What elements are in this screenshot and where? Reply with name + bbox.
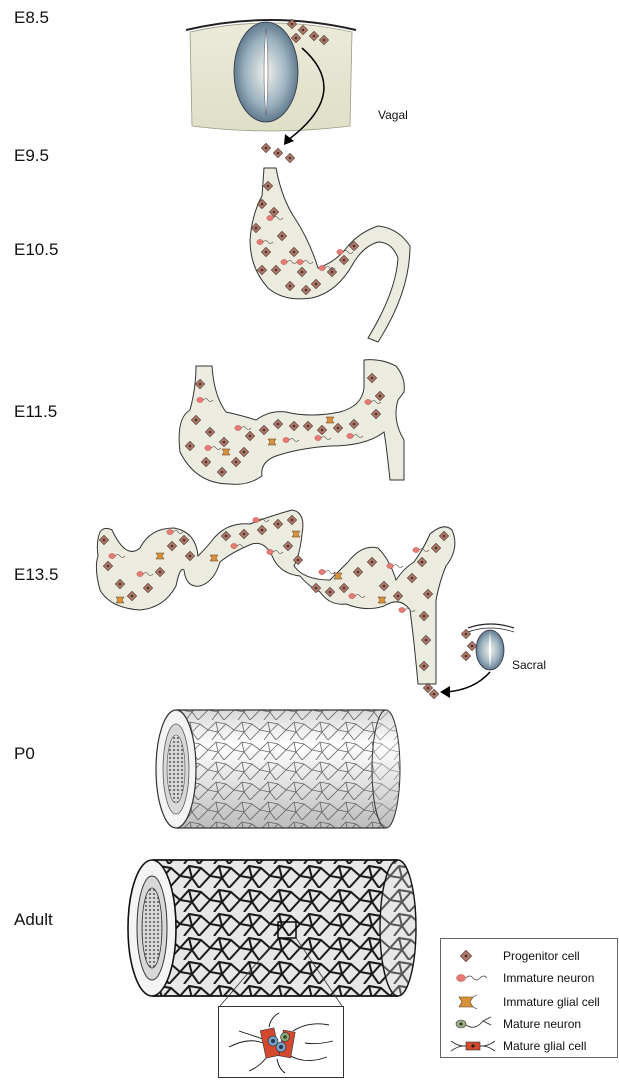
immature-glial-cell-icon — [449, 993, 497, 1011]
legend-item-mature-neuron: Mature neuron — [441, 1013, 617, 1035]
mature-cells-cluster-icon — [219, 1007, 343, 1077]
legend-label: Progenitor cell — [503, 949, 580, 963]
stage-label-adult: Adult — [14, 910, 53, 930]
p0-gut-cylinder — [156, 710, 400, 828]
stage-label-e10-5: E10.5 — [14, 240, 58, 260]
adult-gut-cylinder — [128, 860, 416, 1006]
stage-label-e11-5: E11.5 — [14, 402, 57, 422]
stage-label-e8-5: E8.5 — [14, 8, 49, 28]
stage-label-e9-5: E9.5 — [14, 146, 49, 166]
legend-label: Mature glial cell — [503, 1039, 586, 1053]
legend-label: Immature glial cell — [503, 995, 600, 1009]
mature-glial-cell-icon — [449, 1037, 497, 1055]
sacral-neural-tube — [461, 624, 514, 670]
legend-label: Immature neuron — [503, 971, 594, 985]
sacral-label: Sacral — [512, 658, 546, 672]
progenitor-cell-icon — [449, 947, 497, 965]
legend: Progenitor cell Immature neuron Immature… — [440, 938, 618, 1058]
sacral-migration-arrow — [446, 672, 490, 692]
legend-label: Mature neuron — [503, 1017, 581, 1031]
stage-label-e13-5: E13.5 — [14, 565, 58, 585]
inset-cell-detail — [218, 1006, 344, 1078]
legend-item-immature-glia: Immature glial cell — [441, 991, 617, 1013]
immature-neuron-icon — [449, 969, 497, 987]
e10-5-gut — [250, 168, 410, 342]
e9-5-cells — [261, 143, 294, 162]
e13-5-gut — [96, 510, 514, 699]
e8-5-embryo-section — [186, 19, 356, 145]
mature-neuron-icon — [449, 1015, 497, 1033]
legend-item-immature-neuron: Immature neuron — [441, 967, 617, 989]
stage-label-p0: P0 — [14, 744, 35, 764]
e11-5-gut — [179, 360, 404, 485]
vagal-label: Vagal — [378, 108, 408, 122]
legend-item-mature-glia: Mature glial cell — [441, 1035, 617, 1057]
legend-item-progenitor: Progenitor cell — [441, 945, 617, 967]
